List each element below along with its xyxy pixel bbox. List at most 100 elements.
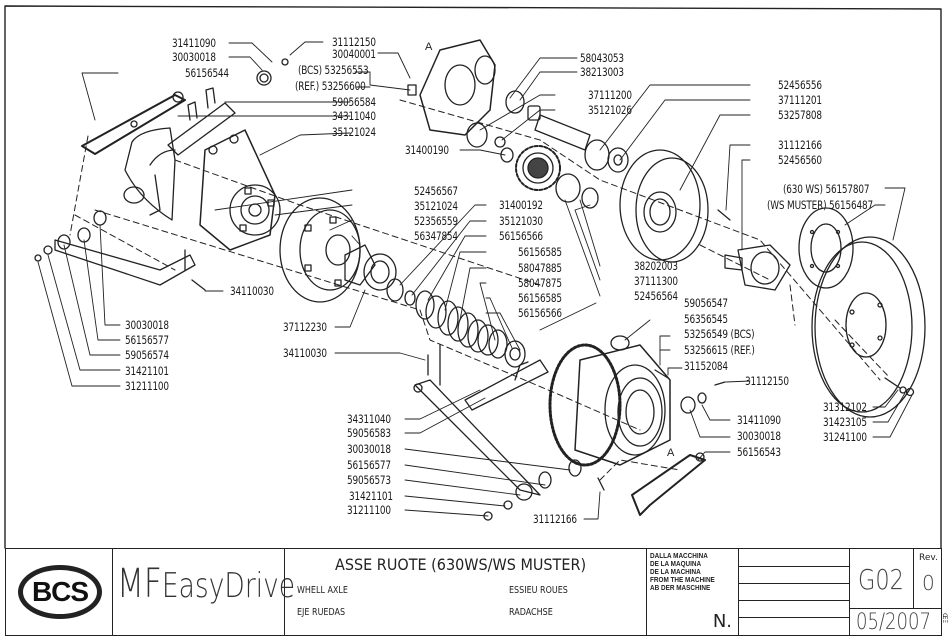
part-bearing-left [466,122,488,148]
part-label: 37111300 [634,274,678,288]
part-label: 31411090 [737,413,781,427]
part-label: 31421101 [125,364,169,378]
part-label: 35121024 [332,125,376,139]
number-label: N. [712,611,732,632]
part-label: 59056547 [684,296,728,310]
part-label: 56156544 [185,66,229,80]
part-label: 30040001 [332,47,376,61]
part-gasket-plate [798,207,854,289]
part-lever-arm-right [631,452,706,516]
part-bearing-38202003 [555,173,581,203]
part-label: 31400190 [405,143,449,157]
part-label: 31423105 [823,415,867,429]
part-label: 56356545 [684,312,728,326]
part-screw-31112166 [717,209,731,221]
logo-cell: BCS [6,549,113,635]
part-hub-flange [724,244,791,291]
part-label: 56156577 [125,333,169,347]
section-mark-a-bottom: A [667,447,675,459]
part-label: 56156566 [518,306,562,320]
part-label: 58043053 [580,51,624,65]
title-spanish: EJE RUEDAS [297,607,346,618]
serial-line [739,583,849,584]
logo-text: BCS [31,576,89,607]
part-label: 38213003 [580,65,624,79]
part-label: 53256549 (BCS) [684,327,755,341]
part-lever-arm-top [81,91,186,155]
part-label: 58047885 [518,261,562,275]
brand-cell: MFEasyDrive [113,549,295,635]
from-machine-de: AB DER MASCHINE [650,583,711,592]
part-label: 31411090 [172,36,216,50]
part-label: 30030018 [737,429,781,443]
part-label: 53257808 [778,108,822,122]
part-label: (630 WS) 56157807 [783,182,870,196]
part-label: 59056574 [125,348,169,362]
brand-prefix: MF [117,561,162,607]
section-mark-a-top: A [425,41,433,53]
leader-lines [37,41,913,520]
part-label: 31112166 [533,512,577,526]
part-label: (BCS) 53256553 [298,63,369,77]
part-side-housing [199,129,281,251]
part-label: (WS MUSTER) 56156487 [767,198,873,212]
part-linkage-rod-left [34,210,196,286]
part-label: 53256615 (REF.) [684,343,755,357]
part-label: 52456564 [634,289,678,303]
title-cell: ASSE RUOTE (630WS/WS MUSTER) WHELL AXLE … [285,549,647,635]
part-label: 34311040 [332,109,376,123]
from-machine-label: DALLA MACCHINA DE LA MAQUINA DE LA MACHI… [650,552,715,592]
part-shift-shaft [167,58,289,156]
part-label: 52456556 [778,78,822,92]
part-label: 59056584 [332,95,376,109]
part-brake-drum [619,149,709,263]
title-german: RADACHSE [509,607,553,618]
part-pin-34110030 [184,249,206,291]
part-plug-56356545 [610,335,630,351]
side-mark: ŒΞ [941,613,948,624]
part-clutch-springs [415,290,526,368]
drawing-title: ASSE RUOTE (630WS/WS MUSTER) [335,555,587,574]
part-label: (REF.) 53256600 [295,79,366,93]
part-oring [404,290,416,306]
date-cell: 05/2007 [850,609,941,635]
part-label: 31400192 [499,198,543,212]
part-label: 59056583 [347,426,391,440]
serial-line [739,566,849,567]
serial-line [739,600,849,601]
from-machine-fr: DE LA MACHINA [650,567,701,576]
part-label: 30030018 [172,50,216,64]
from-machine-en: FROM THE MACHINE [650,575,715,584]
part-label: 30030018 [125,318,169,332]
part-label: 35121024 [414,199,458,213]
part-label: 30030018 [347,442,391,456]
drawing-date: 05/2007 [856,610,931,635]
part-label: 38202003 [634,259,678,273]
part-needle-bearing [527,105,541,121]
part-label: 37111200 [588,88,632,102]
brand-name: MFEasyDrive [117,561,295,607]
part-label: 34311040 [347,412,391,426]
part-label: 56156543 [737,445,781,459]
serial-line [739,617,849,618]
part-label: 56347854 [414,229,458,243]
part-gearbox-housing [407,39,496,136]
from-machine-it: DALLA MACCHINA [650,551,708,560]
sheet-border [4,5,942,549]
part-gear [515,145,561,191]
part-label: 56156585 [518,291,562,305]
part-label: 31421101 [349,489,393,503]
part-axle-housing [548,335,671,467]
part-bolt-31152084 [654,369,669,379]
part-label: 31112166 [778,138,822,152]
part-seal-37111300 [581,187,599,209]
sheet-code-cell: G02 [850,549,914,609]
part-clutch-drum [279,197,361,303]
part-label: 35121026 [588,103,632,117]
part-bolt-31112166-lower [597,477,605,491]
part-label: 31211100 [125,379,169,393]
part-washer-31400190 [500,147,514,163]
part-label: 56156566 [499,229,543,243]
